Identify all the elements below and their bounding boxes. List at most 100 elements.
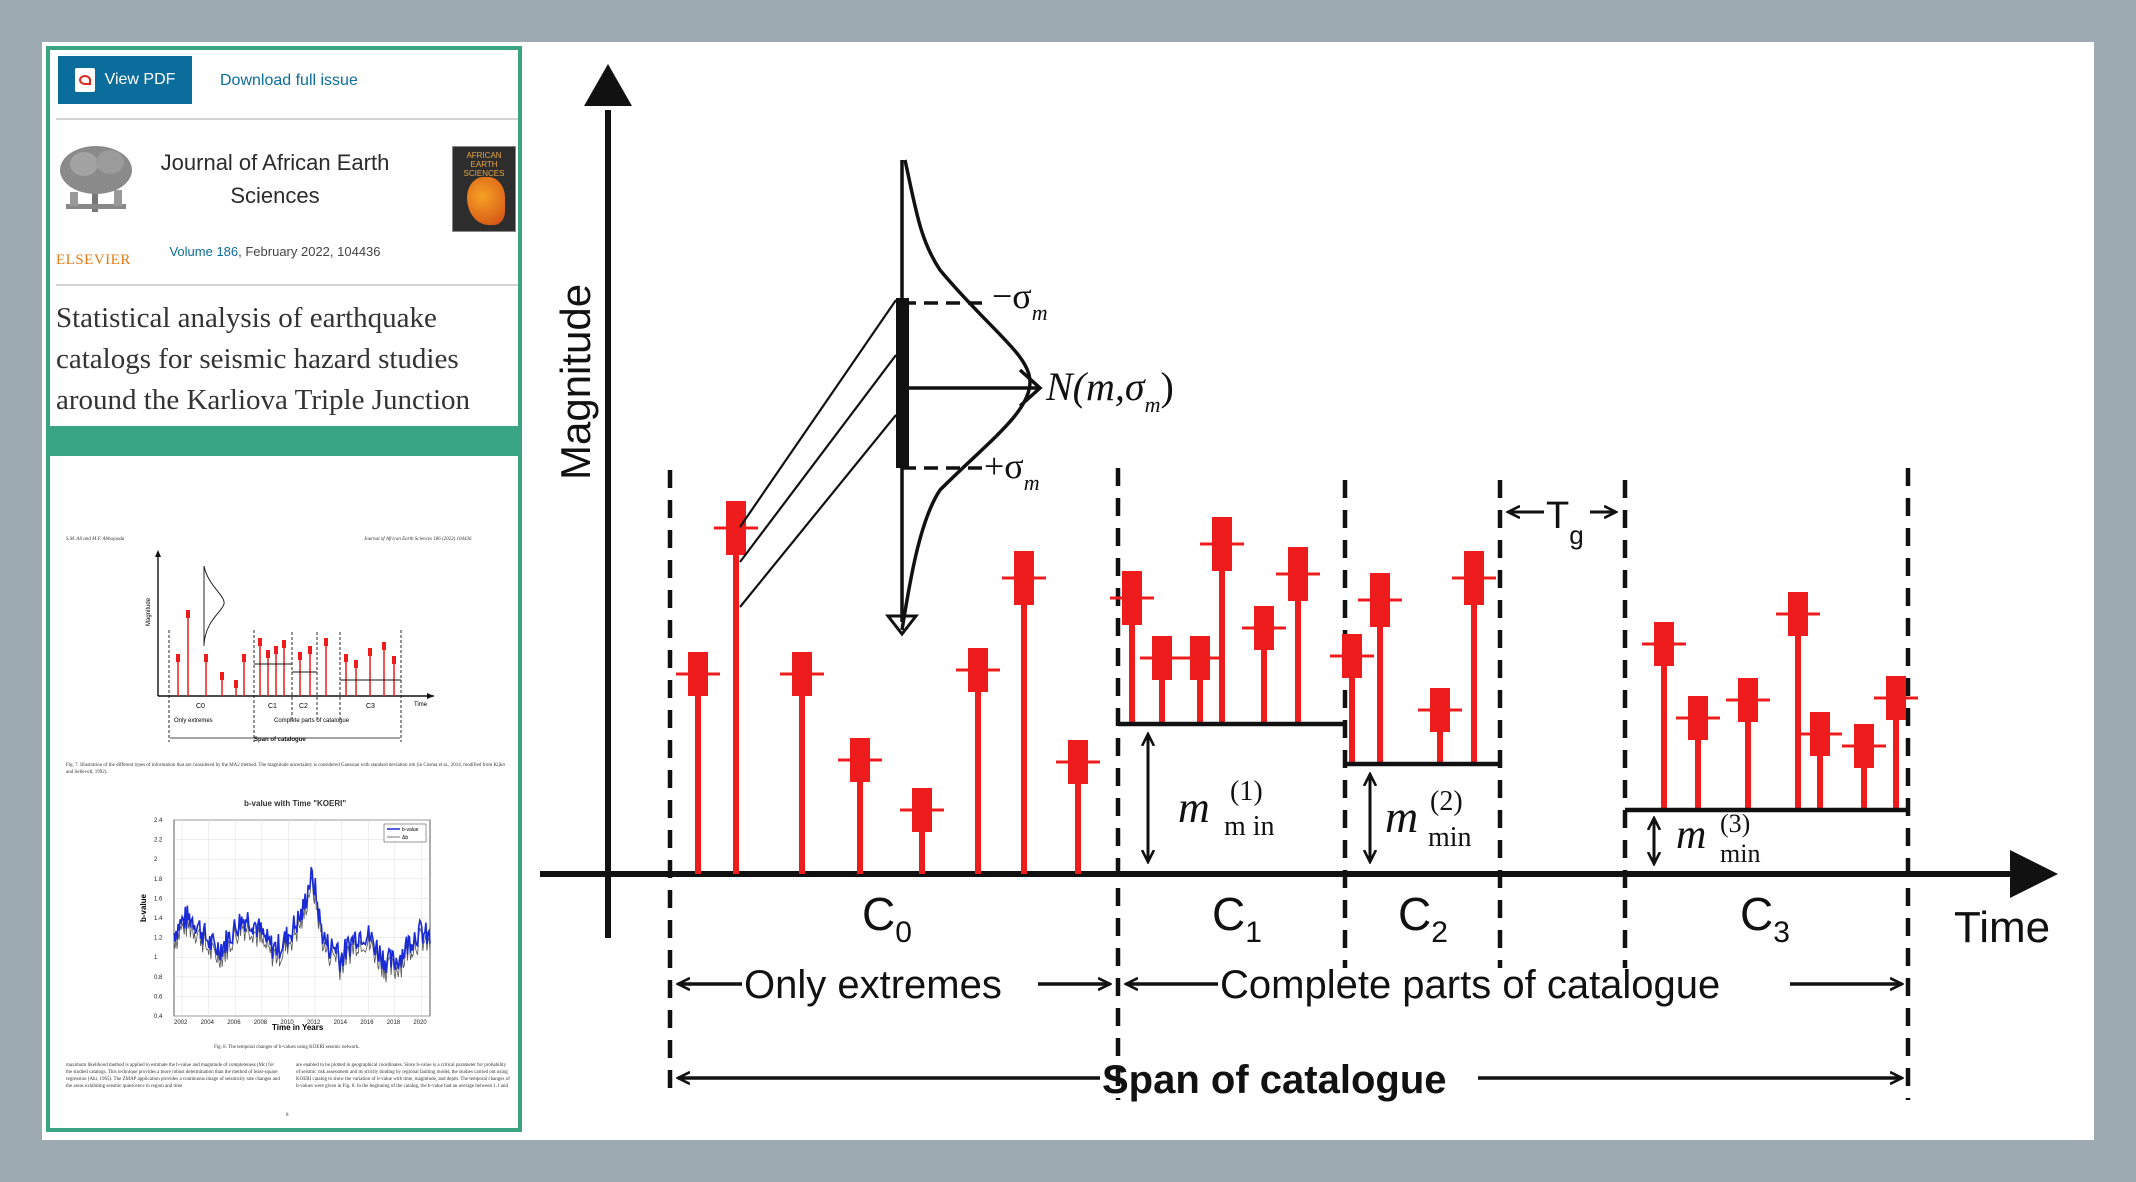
thumb-event-marker bbox=[392, 656, 396, 664]
journal-cover-image[interactable]: AFRICAN EARTH SCIENCES bbox=[452, 146, 516, 232]
thumb-segment-c1: C1 bbox=[268, 703, 277, 710]
thumb-event-marker bbox=[274, 646, 278, 654]
thumb-fig8-xtick: 2020 bbox=[413, 1020, 427, 1026]
only-extremes-label: Only extremes bbox=[744, 963, 1002, 1007]
thumb-fig8-ytick: 2.4 bbox=[154, 818, 163, 824]
volume-link[interactable]: Volume 186 bbox=[169, 244, 239, 259]
thumb-xlabel: Time bbox=[414, 702, 428, 708]
volume-details: , February 2022, 104436 bbox=[238, 244, 381, 259]
magnitude-label: Magnitude bbox=[552, 284, 599, 480]
thumb-event-marker bbox=[258, 638, 262, 646]
thumb-event-marker bbox=[176, 654, 180, 662]
thumb-fig8-xtick: 2018 bbox=[387, 1020, 401, 1026]
view-pdf-button[interactable]: View PDF bbox=[58, 56, 192, 104]
thumb-body-left: maximum likelihood method is applied to … bbox=[66, 1063, 280, 1089]
thumb-fig8-chart: 2.4 2.2 2 1.8 1.6 1.4 1.2 1 0.8 0.6 0.4 2002 2004 20… bbox=[139, 818, 431, 1032]
thumb-fig8-ytick: 1.6 bbox=[154, 896, 163, 902]
thumb-span-label: Span of catalogue bbox=[254, 737, 306, 743]
event-stems bbox=[676, 501, 1918, 874]
thumb-fig8-xtick: 2002 bbox=[174, 1020, 188, 1026]
segment-c0-label: C0 bbox=[862, 888, 912, 949]
thumb-fig8-ytick: 1 bbox=[154, 955, 158, 961]
thumb-fig8-xtick: 2010 bbox=[280, 1020, 294, 1026]
thumb-fig8-xtick: 2004 bbox=[201, 1020, 215, 1026]
cover-title: AFRICAN EARTH SCIENCES bbox=[463, 151, 505, 178]
threshold-height-arrows bbox=[1148, 734, 1654, 864]
thumb-fig8-ytick: 1.4 bbox=[154, 916, 163, 922]
sigma-minus-label: −σm bbox=[992, 276, 1048, 325]
magnitude-axis-arrowhead bbox=[584, 64, 632, 106]
thumb-complete-parts: Complete parts of catalogue bbox=[274, 718, 350, 724]
divider bbox=[56, 118, 518, 120]
thumb-fig8-ytick: 0.8 bbox=[154, 975, 163, 981]
thumb-event-marker bbox=[266, 650, 270, 658]
journal-title[interactable]: Journal of African Earth Sciences bbox=[160, 150, 390, 208]
thumb-segment-c0: C0 bbox=[196, 703, 205, 710]
journal-header: ELSEVIER Journal of African Earth Scienc… bbox=[50, 132, 518, 272]
thumb-event-marker bbox=[382, 642, 386, 650]
thumb-fig8-xtick: 2008 bbox=[254, 1020, 268, 1026]
thumb-fig8-ylabel: b-value bbox=[139, 893, 148, 922]
thumb-header-journal: Journal of African Earth Sciences 186 (2… bbox=[364, 537, 472, 542]
thumb-fig8-ytick: 2.2 bbox=[154, 838, 163, 844]
thumb-fig7-caption: Fig. 7. Illustration of the different ty… bbox=[66, 763, 505, 775]
thumb-fig8-xtick: 2012 bbox=[307, 1020, 321, 1026]
segment-c3-label: C3 bbox=[1740, 888, 1790, 949]
thumb-fig8-caption: Fig. 8. The temporal changes of b-values… bbox=[214, 1045, 360, 1050]
complete-parts-label: Complete parts of catalogue bbox=[1220, 963, 1720, 1007]
thumb-fig8-ytick: 1.8 bbox=[154, 877, 163, 883]
africa-map-icon bbox=[467, 177, 505, 225]
thumb-fig8-xtick: 2014 bbox=[334, 1020, 348, 1026]
mmin-2-label: m(2)min bbox=[1385, 786, 1472, 853]
thumb-fig8-ytick: 0.4 bbox=[154, 1014, 163, 1020]
elsevier-logo-tree bbox=[60, 146, 132, 212]
thumb-header-authors: S.M. Ali and M.F. Abbojaodu bbox=[66, 537, 125, 542]
thumb-event-marker bbox=[282, 640, 286, 648]
thumb-event-marker bbox=[344, 654, 348, 662]
thumb-fig7: Magnitude Time C0 C1 C2 C3 Only extremes… bbox=[146, 550, 434, 743]
thumb-page-number: 8 bbox=[286, 1113, 289, 1118]
thumb-event-marker bbox=[242, 654, 246, 662]
journal-volume-info: Volume 186, February 2022, 104436 bbox=[148, 244, 402, 259]
completeness-thresholds bbox=[1118, 721, 1908, 813]
pdf-file-icon bbox=[74, 68, 95, 92]
elsevier-wordmark: ELSEVIER bbox=[56, 252, 131, 268]
accent-bar bbox=[50, 426, 518, 456]
segment-boundaries bbox=[667, 468, 1911, 1100]
time-label: Time bbox=[1954, 903, 2050, 952]
gaussian-uncertainty: −σm +σm N(m,σm) bbox=[739, 159, 1174, 637]
sigma-plus-label: +σm bbox=[984, 446, 1040, 495]
segment-c2-label: C2 bbox=[1398, 888, 1448, 949]
time-axis-arrowhead bbox=[2010, 850, 2058, 898]
thumb-ylabel: Magnitude bbox=[146, 597, 152, 626]
thumb-fig8-title: b-value with Time "KOERI" bbox=[244, 799, 347, 808]
thumb-event-marker bbox=[354, 660, 358, 668]
normal-distribution-label: N(m,σm) bbox=[1045, 364, 1174, 417]
mmin-3-label: m(3)min bbox=[1676, 809, 1760, 868]
article-toolbar: View PDF Download full issue bbox=[50, 50, 518, 118]
download-full-issue-link[interactable]: Download full issue bbox=[220, 72, 358, 89]
view-pdf-label: View PDF bbox=[104, 71, 176, 88]
thumb-fig8-xlabel: Time in Years bbox=[272, 1023, 324, 1032]
thumb-event-marker bbox=[368, 648, 372, 656]
tg-label: Tg bbox=[1546, 495, 1584, 550]
thumb-legend-bvalue: b-value bbox=[402, 827, 419, 833]
thumb-only-extremes: Only extremes bbox=[174, 718, 213, 724]
thumb-fig8-xtick: 2006 bbox=[227, 1020, 241, 1026]
main-figure: Magnitude Time −σm +σm N(m,σm) Tg bbox=[540, 64, 2058, 1102]
thumb-body-right: are enabled to be plotted in geographica… bbox=[296, 1063, 510, 1089]
article-card: View PDF Download full issue ELSEVIER Jo… bbox=[46, 46, 522, 1132]
thumb-fig8-ytick: 1.2 bbox=[154, 936, 163, 942]
divider bbox=[56, 284, 518, 286]
thumb-event-marker bbox=[324, 638, 328, 646]
page-preview-thumbnail[interactable]: S.M. Ali and M.F. Abbojaodu Journal of A… bbox=[64, 482, 512, 1122]
thumb-event-marker bbox=[186, 610, 190, 618]
thumb-event-marker bbox=[308, 646, 312, 654]
thumb-event-marker bbox=[204, 654, 208, 662]
thumb-fig8-ytick: 0.6 bbox=[154, 994, 163, 1000]
thumb-segment-c3: C3 bbox=[366, 703, 375, 710]
thumb-fig8-xtick: 2016 bbox=[360, 1020, 374, 1026]
thumb-event-marker bbox=[220, 672, 224, 680]
thumb-fig8-ytick: 2 bbox=[154, 857, 158, 863]
segment-c1-label: C1 bbox=[1212, 888, 1262, 949]
